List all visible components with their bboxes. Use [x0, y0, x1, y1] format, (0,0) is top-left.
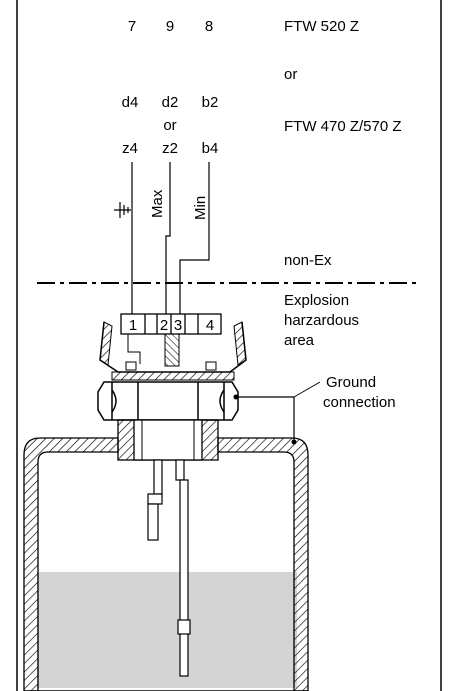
- terminal-block: [120, 313, 222, 335]
- ground-wire: [236, 396, 295, 442]
- alternate-pin-3: b4: [202, 140, 219, 157]
- probe-max: [147, 459, 163, 541]
- hex-nut: [97, 381, 239, 421]
- probe-min: [175, 459, 191, 677]
- model-or: or: [284, 66, 297, 83]
- zone-hazardous-line1: Explosion: [284, 292, 349, 309]
- pin-or: or: [163, 117, 176, 134]
- terminal-1: 1: [129, 317, 137, 334]
- terminal-4: 4: [206, 317, 214, 334]
- alternate-pin-1: z4: [122, 140, 138, 157]
- terminal-2: 2: [160, 317, 168, 334]
- ground-leader: [293, 381, 321, 398]
- wire-label-min: Min: [192, 196, 209, 220]
- wire-label-max: Max: [149, 189, 166, 218]
- zone-hazardous-line2: harzardous: [284, 312, 359, 329]
- insert-stem: [164, 333, 180, 367]
- wire-number-3: 8: [205, 18, 213, 35]
- primary-pin-3: b2: [202, 94, 219, 111]
- wire-number-2: 9: [166, 18, 174, 35]
- wires: [131, 162, 210, 314]
- liquid: [37, 572, 297, 688]
- model-primary: FTW 520 Z: [284, 18, 359, 35]
- terminal-3: 3: [174, 317, 182, 334]
- ground-label-line2: connection: [323, 394, 396, 411]
- alternate-pin-2: z2: [162, 140, 178, 157]
- primary-pin-2: d2: [162, 94, 179, 111]
- zone-safe-label: non-Ex: [284, 252, 332, 269]
- ground-icon: [114, 202, 131, 218]
- housing-base: [111, 371, 235, 381]
- tank: [23, 437, 309, 691]
- wire-number-1: 7: [128, 18, 136, 35]
- ground-label-line1: Ground: [326, 374, 376, 391]
- zone-hazardous-line3: area: [284, 332, 315, 349]
- primary-pin-1: d4: [122, 94, 139, 111]
- threaded-boss: [117, 419, 219, 461]
- model-alternate: FTW 470 Z/570 Z: [284, 118, 402, 135]
